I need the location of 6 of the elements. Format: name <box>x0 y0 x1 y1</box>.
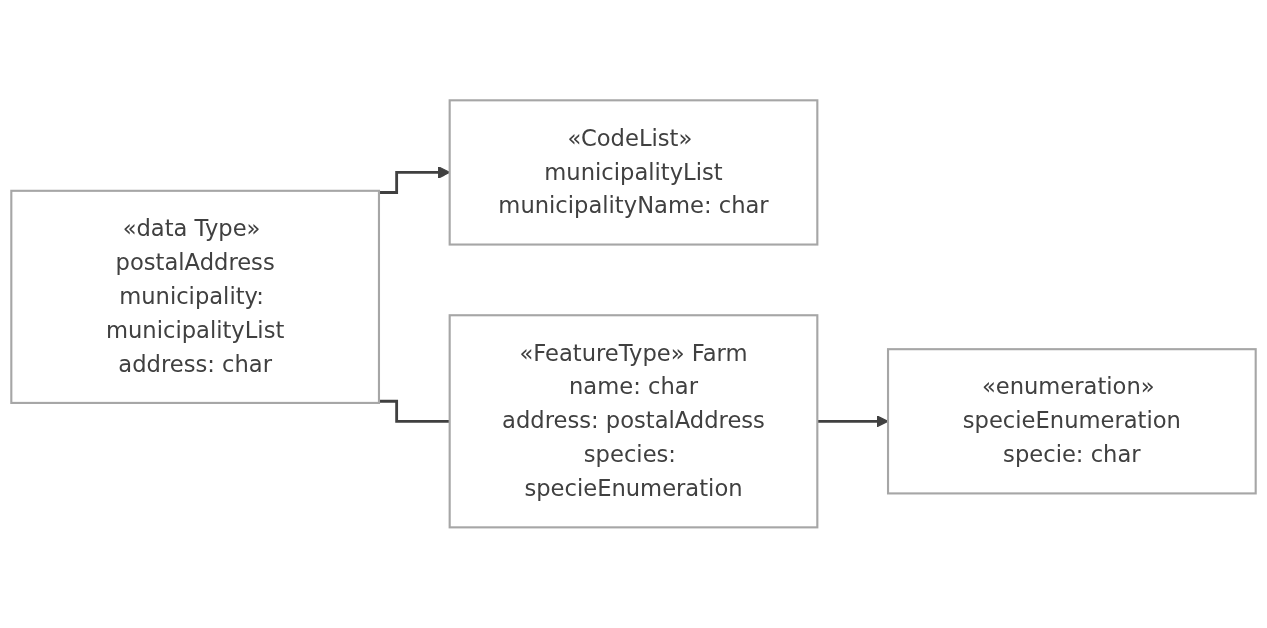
node-box: «CodeList» municipalityList municipalityName: char <box>448 99 819 246</box>
node-box: «data Type» postalAddress municipality: municipalityList address: char <box>10 189 381 405</box>
arrow <box>817 415 889 428</box>
node-box: «FeatureType» Farm name: char address: postalAddress species: specieEnumeration <box>448 314 819 529</box>
connector <box>378 399 450 423</box>
node-box: «enumeration» specieEnumeration specie: char <box>886 348 1257 495</box>
